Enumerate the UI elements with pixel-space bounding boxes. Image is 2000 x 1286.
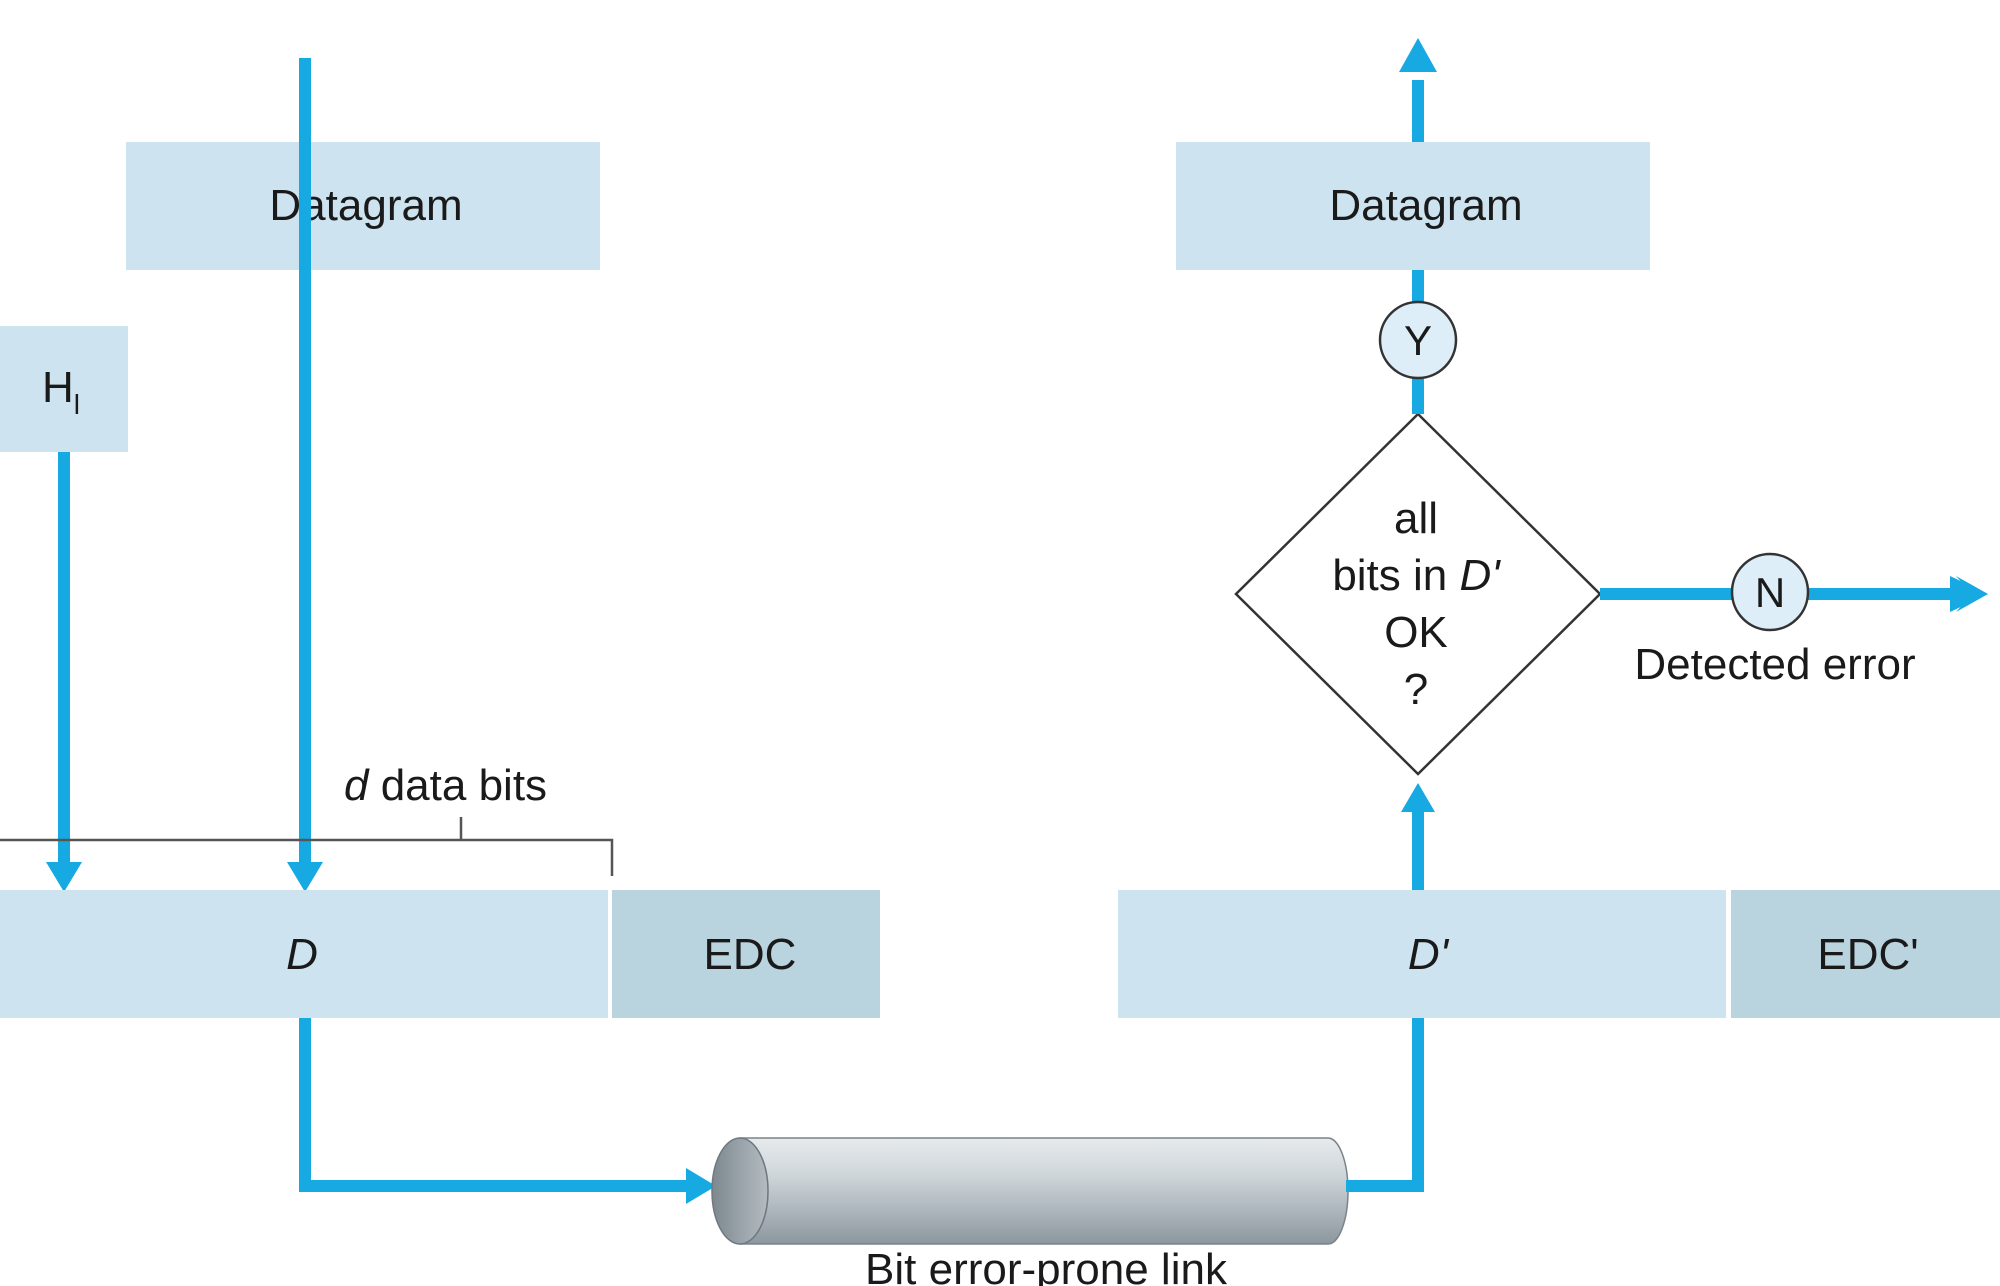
receiver-datagram-label: Datagram (1329, 181, 1522, 230)
decision-line-bits: bits in D' (1332, 551, 1501, 600)
sender-datagram-box (126, 142, 600, 270)
sender-header-label: Hl (42, 363, 80, 420)
sender-header-arrowhead (46, 862, 82, 892)
link-pipe (739, 1137, 1349, 1245)
link-pipe-cap (711, 1137, 769, 1245)
decision-diamond (1234, 412, 1602, 776)
sender-frame-data (0, 890, 608, 1018)
receiver-no-arrowhead-tip (1950, 576, 1988, 612)
receiver-datagram-box (1176, 142, 1650, 270)
sender-header-subscript: l (74, 389, 80, 420)
decision-line-question: ? (1404, 665, 1428, 714)
data-bits-label: d data bits (344, 761, 547, 810)
sender-datagram-label: Datagram (269, 181, 462, 230)
sender-frame-edc (612, 890, 880, 1018)
receiver-frame-edc-label: EDC' (1817, 930, 1918, 979)
yes-label: Y (1404, 317, 1432, 364)
sender-frame-edc-label: EDC (704, 930, 797, 979)
receiver-frame-to-decision-arrowhead (1401, 783, 1435, 812)
detected-error-label: Detected error (1634, 640, 1915, 689)
no-label: N (1755, 569, 1785, 616)
sender-frame-data-label: D (286, 930, 318, 979)
link-to-receiver-line (1346, 1018, 1424, 1192)
data-bits-bracket (0, 838, 614, 876)
no-circle (1730, 552, 1810, 632)
yes-circle (1378, 300, 1458, 380)
sender-to-link-arrow-line (299, 1018, 690, 1192)
link-label: Bit error-prone link (865, 1245, 1228, 1286)
receiver-frame-data-label: D' (1408, 930, 1450, 979)
receiver-output-arrowhead (1399, 38, 1437, 72)
sender-datagram-arrowhead (287, 862, 323, 892)
decision-line-ok: OK (1384, 608, 1448, 657)
receiver-frame-edc (1731, 890, 2000, 1018)
sender-to-link-arrowhead (686, 1168, 716, 1204)
decision-line-all: all (1394, 494, 1438, 543)
receiver-frame-data (1118, 890, 1726, 1018)
sender-header-box (0, 326, 128, 452)
